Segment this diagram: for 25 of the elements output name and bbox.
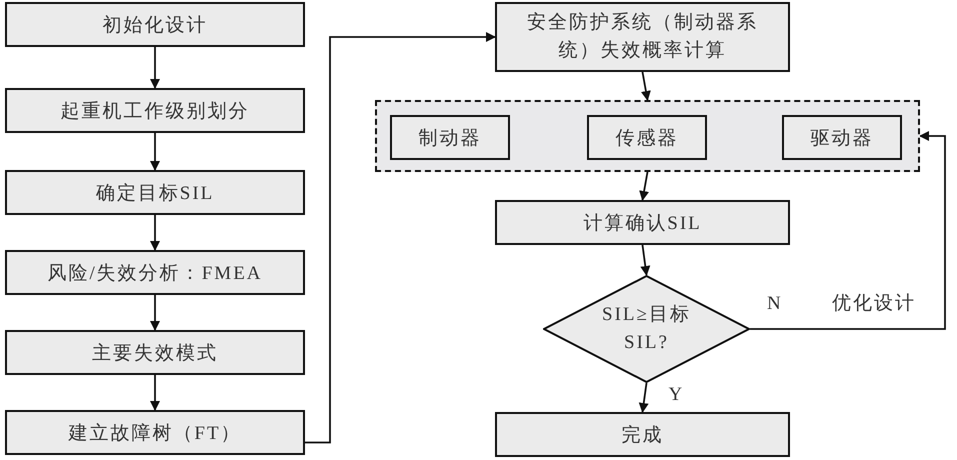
process-box: 建立故障树（FT） bbox=[5, 410, 305, 455]
process-box: 初始化设计 bbox=[5, 2, 305, 47]
arrow bbox=[640, 244, 650, 276]
arrow bbox=[150, 215, 160, 251]
process-box: 确定目标SIL bbox=[5, 170, 305, 215]
arrow bbox=[150, 133, 160, 171]
arrow bbox=[150, 295, 160, 331]
process-box: 完成 bbox=[495, 412, 790, 457]
decision-diamond: SIL≥目标 SIL? bbox=[543, 275, 750, 383]
process-box: 计算确认SIL bbox=[495, 200, 790, 245]
process-box: 起重机工作级别划分 bbox=[5, 88, 305, 133]
process-box: 传感器 bbox=[587, 115, 707, 160]
arrow bbox=[641, 72, 651, 101]
process-box: 制动器 bbox=[390, 115, 510, 160]
arrow bbox=[639, 172, 649, 201]
dashed-group-box bbox=[375, 100, 920, 172]
arrow bbox=[305, 32, 496, 444]
process-box: 主要失效模式 bbox=[5, 330, 305, 375]
process-box: 安全防护系统（制动器系统）失效概率计算 bbox=[495, 2, 790, 72]
process-box: 驱动器 bbox=[782, 115, 902, 160]
arrow bbox=[150, 47, 160, 89]
arrow bbox=[750, 131, 946, 330]
arrow bbox=[638, 382, 649, 413]
process-box: 风险/失效分析：FMEA bbox=[5, 250, 305, 295]
arrow bbox=[150, 375, 160, 411]
